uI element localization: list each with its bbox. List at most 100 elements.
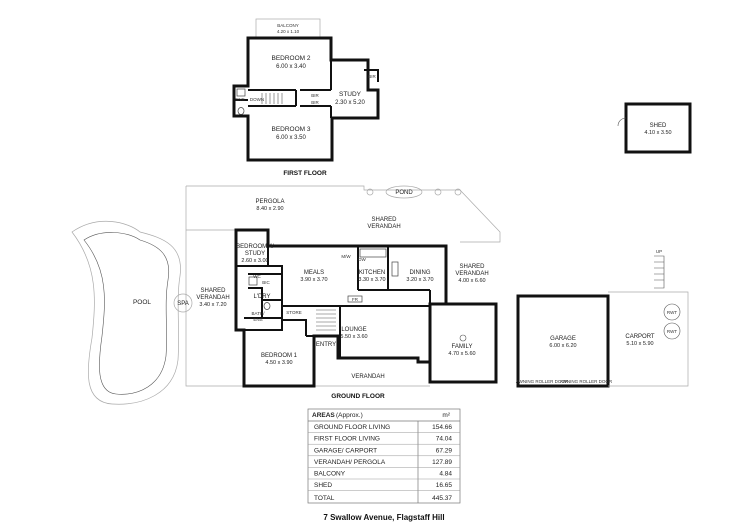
- microwave-label: M/W: [341, 254, 351, 259]
- shed-dims: 4.10 x 3.50: [644, 130, 671, 136]
- rainwater-tank-1: [663, 303, 681, 321]
- shed-label: SHED: [650, 123, 667, 129]
- rwt-label-1: RWT: [667, 310, 677, 315]
- spa-outline: [173, 293, 193, 313]
- areas-row-label: SHED: [314, 482, 332, 489]
- bedroom1-dims: 4.50 x 3.90: [265, 360, 292, 366]
- ensuite-toilet: [237, 107, 245, 115]
- store-label: STORE: [286, 310, 301, 315]
- ground-floor-plan: POND POOL SPA FR M/W DW WC BIC PERGOLA: [71, 185, 689, 405]
- entry-label: ENTRY: [316, 342, 336, 348]
- balcony-dims: 4.20 x 1.10: [277, 29, 300, 34]
- bir-label-1: BIR: [311, 93, 319, 98]
- bedroom4-dims: 2.60 x 3.00: [241, 258, 268, 264]
- family-room-outline: [428, 302, 498, 384]
- shared-verandah-left-line1: SHARED: [200, 288, 226, 294]
- property-address: 7 Swallow Avenue, Flagstaff Hill: [323, 513, 444, 522]
- shared-verandah-right-dims: 4.00 x 6.60: [458, 278, 485, 284]
- stair-treads: [261, 93, 283, 104]
- areas-table: AREAS (Approx.) m² GROUND FLOOR LIVING 15…: [307, 408, 461, 504]
- lounge-dims: 5.50 x 3.60: [340, 334, 367, 340]
- pergola-label: PERGOLA: [255, 199, 284, 205]
- areas-row-value: 154.66: [432, 424, 452, 431]
- dining-label: DINING: [410, 270, 431, 276]
- bedroom3-dims: 6.00 x 3.50: [276, 135, 306, 141]
- areas-row-value: 74.04: [436, 436, 453, 443]
- family-feature: [459, 334, 467, 342]
- pond-outline: [385, 185, 423, 199]
- first-floor-internal-walls: [248, 60, 332, 118]
- kitchen-dims: 3.30 x 3.70: [358, 277, 385, 283]
- garage-label: GARAGE: [550, 336, 576, 342]
- shed-plan: SHED 4.10 x 3.50: [617, 102, 692, 154]
- bath-ens-line1: BATH/: [252, 311, 266, 316]
- kitchen-label: KITCHEN: [359, 270, 385, 276]
- verandah-label: VERANDAH: [351, 374, 384, 380]
- spa-label: SPA: [177, 301, 189, 307]
- stair-down-label: DOWN: [250, 97, 264, 102]
- bic-label-1: BIC: [262, 280, 270, 285]
- meals-label: MEALS: [304, 270, 324, 276]
- shared-verandah-top-line1: SHARED: [371, 217, 397, 223]
- bedroom2-label: BEDROOM 2: [271, 55, 310, 62]
- pond-label: POND: [395, 190, 413, 196]
- garage-dims: 6.00 x 6.20: [549, 343, 576, 349]
- shared-verandah-left-line2: VERANDAH: [196, 295, 229, 301]
- bath-toilet: [263, 302, 271, 310]
- ground-floor-heading: GROUND FLOOR: [331, 393, 385, 400]
- pool-label: POOL: [133, 299, 151, 306]
- bedroom4-line1: BEDROOM 4/: [236, 244, 274, 250]
- areas-row-label: FIRST FLOOR LIVING: [314, 436, 380, 443]
- balcony-label: BALCONY: [277, 23, 299, 28]
- outdoor-steps: [654, 255, 665, 289]
- bath-ens-line2: ENS: [253, 317, 262, 322]
- shared-verandah-left-dims: 3.40 x 7.20: [199, 302, 226, 308]
- shared-verandah-top-line2: VERANDAH: [367, 224, 400, 230]
- house-outline: [234, 228, 448, 388]
- areas-row-value: 16.65: [436, 482, 453, 489]
- bir-label-3: BIR: [368, 74, 376, 79]
- pool-surround: [71, 220, 181, 405]
- areas-header: AREAS: [312, 412, 335, 419]
- ground-stairs: [316, 309, 336, 331]
- areas-row-label: VERANDAH/ PERGOLA: [314, 459, 386, 466]
- areas-row-value: 127.89: [432, 459, 452, 466]
- areas-row-value: 67.29: [436, 447, 453, 454]
- roller-door-label-2: AWNING ROLLER DOOR: [560, 379, 613, 384]
- rwt-label-2: RWT: [667, 329, 677, 334]
- carport-dims: 5.10 x 5.90: [626, 341, 653, 347]
- areas-header-note: (Approx.): [336, 412, 363, 419]
- areas-unit: m²: [442, 412, 450, 419]
- laundry-label: L'DRY: [253, 294, 270, 300]
- bedroom4-line2: STUDY: [245, 251, 265, 257]
- first-floor-minor-walls: [234, 69, 379, 101]
- shed-door-swing: [617, 117, 627, 127]
- fridge-label: FR: [352, 297, 359, 302]
- roller-door-label-1: AWNING ROLLER DOOR: [516, 379, 569, 384]
- areas-row-label: GROUND FLOOR LIVING: [314, 424, 390, 431]
- areas-total-label: TOTAL: [314, 495, 335, 502]
- carport-label: CARPORT: [625, 334, 655, 340]
- carport-outline: [608, 291, 689, 387]
- shared-verandah-right-line2: VERANDAH: [455, 271, 488, 277]
- family-label: FAMILY: [452, 344, 473, 350]
- rainwater-tank-2: [663, 322, 681, 340]
- shared-verandah-right-line1: SHARED: [459, 264, 485, 270]
- areas-row-value: 4.84: [439, 471, 452, 478]
- kitchen-island: [391, 261, 399, 277]
- house-internal-walls: [236, 246, 431, 358]
- dishwasher-label: DW: [358, 257, 366, 262]
- meals-dims: 3.90 x 3.70: [300, 277, 327, 283]
- study-label: STUDY: [339, 91, 362, 98]
- bedroom3-label: BEDROOM 3: [271, 126, 310, 133]
- bedroom1-label: BEDROOM 1: [261, 353, 298, 359]
- bir-label-2: BIR: [311, 100, 319, 105]
- areas-row-label: BALCONY: [314, 471, 346, 478]
- ensuite-label: ENS: [235, 97, 244, 102]
- first-floor-plan: BALCONY 4.20 x 1.10 BEDROOM 2 6.00 x 3.4…: [232, 18, 380, 177]
- study-dims: 2.30 x 5.20: [335, 100, 365, 106]
- pool-outline: [83, 232, 170, 395]
